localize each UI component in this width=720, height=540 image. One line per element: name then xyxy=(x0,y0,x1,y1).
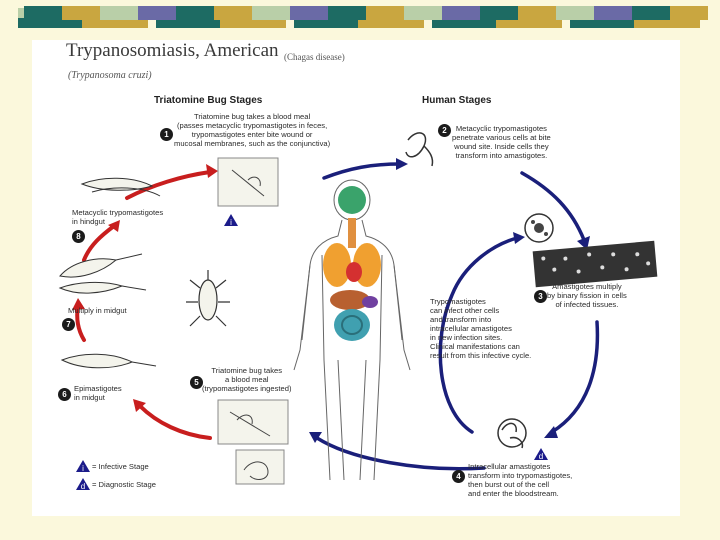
lifecycle-graphic xyxy=(58,132,658,485)
step-1-number: 1 xyxy=(160,128,173,141)
arrow-3-to-4 xyxy=(550,320,600,434)
arrow-5-to-6 xyxy=(138,404,212,440)
step-8-number: 8 xyxy=(72,230,85,243)
metacyclic-trypomastigote-icon xyxy=(80,177,161,197)
infective-stage-icon-1: i xyxy=(224,214,238,226)
step-7-text: Multiply in midgut xyxy=(68,306,127,315)
svg-text:i: i xyxy=(82,464,84,472)
bug-feeding-box-5 xyxy=(217,399,289,445)
svg-text:d: d xyxy=(81,482,85,490)
svg-text:i: i xyxy=(230,218,232,226)
step-4-text: Intracellular amastigotes transform into… xyxy=(468,462,573,498)
epimastigote-icon xyxy=(60,353,157,369)
legend-diagnostic-label: = Diagnostic Stage xyxy=(92,480,156,489)
arrow-4-to-5 xyxy=(315,436,486,471)
step-6-number: 6 xyxy=(58,388,71,401)
organs-icon xyxy=(323,186,381,341)
step-8-text: Metacyclic trypomastigotes in hindgut xyxy=(72,208,164,226)
step-7-number: 7 xyxy=(62,318,75,331)
bursting-cell-icon xyxy=(497,418,527,449)
step-5-number: 5 xyxy=(190,376,203,389)
human-stages-header: Human Stages xyxy=(422,95,492,106)
multiplying-epimastigotes-icon xyxy=(58,253,147,294)
bug-feeding-box-1 xyxy=(217,157,279,207)
arrow-8-to-1 xyxy=(125,170,212,200)
title-note: (Chagas disease) xyxy=(284,52,345,62)
step-6-text: Epimastigotes in midgut xyxy=(74,384,122,402)
diagram-subtitle: (Trypanosoma cruzi) xyxy=(68,70,152,81)
step-2-text: Metacyclic trypomastigotes penetrate var… xyxy=(452,124,551,160)
diagnostic-stage-icon-4: d xyxy=(534,448,548,460)
arrow-1-to-2 xyxy=(322,162,402,180)
step-2-number: 2 xyxy=(438,124,451,137)
footer-decoration xyxy=(24,6,708,20)
diagram-title: Trypanosomiasis, American xyxy=(66,40,279,61)
svg-text:d: d xyxy=(539,452,543,460)
step-5-text: Triatomine bug takes a blood meal (trypo… xyxy=(202,366,292,393)
tissue-icon xyxy=(532,240,658,288)
step-3-text: Amastigotes multiply by binary fission i… xyxy=(547,282,627,309)
step-3-number: 3 xyxy=(534,290,547,303)
arrow-4-to-cycle xyxy=(438,236,519,434)
step-4-number: 4 xyxy=(452,470,465,483)
trypomastigote-small-box xyxy=(235,449,285,485)
legend-infective-label: = Infective Stage xyxy=(92,462,149,471)
amastigote-cell-icon xyxy=(524,213,554,243)
step-1-text: Triatomine bug takes a blood meal (passe… xyxy=(174,112,331,148)
arrow-2-to-3 xyxy=(520,171,586,242)
infective-cycle-note: Trypomastigotes can infect other cells a… xyxy=(430,297,532,360)
triatomine-bug-icon xyxy=(186,270,230,327)
trypomastigote-icon xyxy=(405,132,434,167)
arrow-7-to-8 xyxy=(82,224,116,262)
diagram-panel: Trypanosomiasis, American (Chagas diseas… xyxy=(32,40,680,516)
legend-diagnostic-icon: d xyxy=(76,478,90,490)
legend-infective-icon: i xyxy=(76,460,90,472)
bug-stages-header: Triatomine Bug Stages xyxy=(154,95,263,106)
